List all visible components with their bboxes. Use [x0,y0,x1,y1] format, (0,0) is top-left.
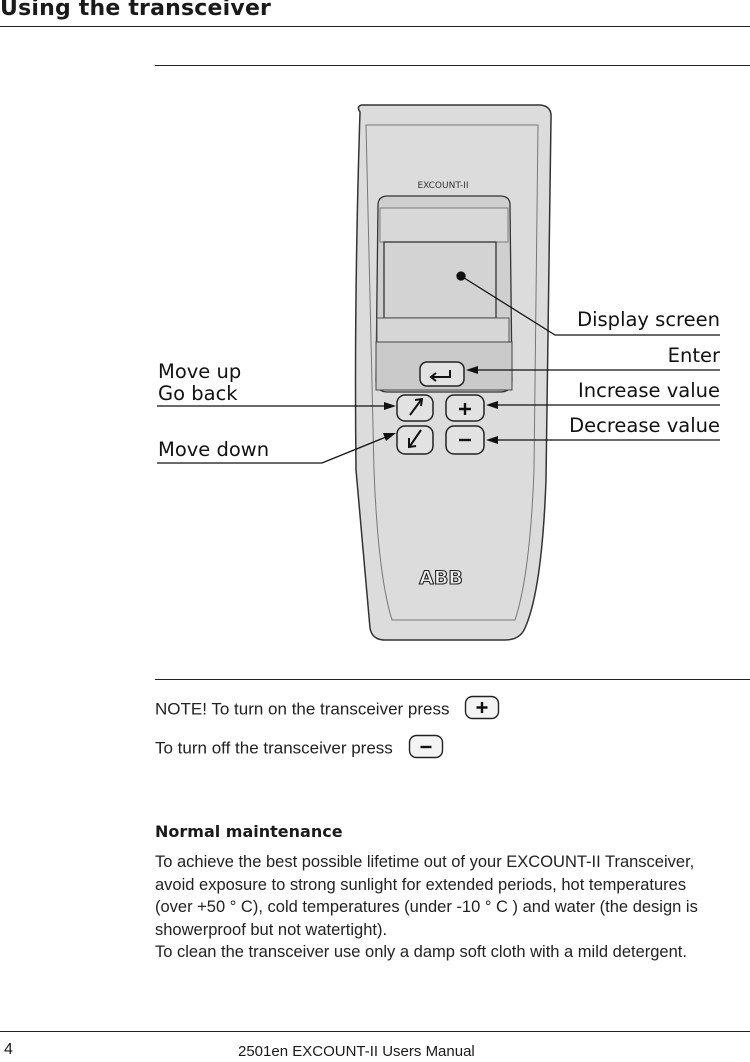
display-screen-label: Display screen [577,308,720,331]
page-number: 4 [4,1041,13,1058]
transceiver-illustration: EXCOUNT-II ABB [157,104,720,641]
power-off-note: To turn off the transceiver press [155,734,444,760]
power-on-text: NOTE! To turn on the transceiver press [155,699,450,719]
enter-key [419,361,465,387]
device-body-inner [365,124,539,621]
enter-label: Enter [667,344,720,367]
maintenance-line: (over +50 ° C), cold temperatures (under… [155,898,698,916]
callout-lines [157,271,720,464]
screen-top-band [379,207,509,243]
move-up-label: Move up [158,360,242,383]
decrease-value-label: Decrease value [569,414,720,437]
power-off-text: To turn off the transceiver press [155,738,393,758]
maintenance-paragraph: To achieve the best possible lifetime ou… [155,851,750,964]
maintenance-line: To clean the transceiver use only a damp… [155,943,687,961]
device-model-label: EXCOUNT-II [417,181,468,191]
minus-key-icon [408,734,443,759]
increase-value-label: Increase value [578,379,720,402]
figure-top-rule [155,65,750,66]
figure-bottom-rule [155,679,750,680]
enter-arrow-icon [429,370,451,382]
page-title: Using the transceiver [0,0,272,21]
maintenance-line: avoid exposure to strong sunlight for ex… [155,875,687,894]
plus-key-icon [465,695,500,720]
abb-logo: ABB [419,567,463,589]
go-back-label: Go back [158,382,238,405]
move-down-label: Move down [158,438,270,461]
document-title: 2501en EXCOUNT-II Users Manual [238,1043,475,1060]
screen-bottom-band [376,317,510,343]
maintenance-heading: Normal maintenance [155,822,343,841]
power-on-note: NOTE! To turn on the transceiver press [155,695,500,721]
header-rule [0,26,750,27]
display-screen [383,241,497,319]
plus-icon [459,403,471,415]
footer-rule [0,1031,750,1032]
maintenance-line: showerproof but not watertight). [155,920,388,939]
maintenance-line: To achieve the best possible lifetime ou… [155,853,695,871]
arrow-down-left-icon [408,429,422,449]
arrow-up-right-icon [409,397,424,416]
